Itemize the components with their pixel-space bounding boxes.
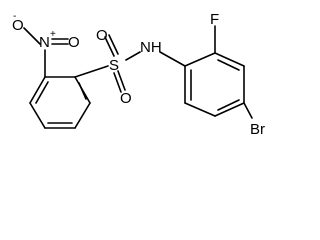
double-bond-inner: [217, 59, 240, 71]
double-bond-inner: [78, 82, 87, 100]
amine-nh-label: NH: [140, 39, 162, 56]
nitro-group: [23, 27, 69, 78]
bond: [214, 52, 245, 67]
oxygen-sulfonyl-top-label: O: [96, 27, 108, 44]
bond: [29, 102, 46, 129]
bond: [184, 102, 216, 117]
right-benzene-ring: [184, 52, 245, 117]
sulfonyl-group: [74, 34, 141, 93]
bond-s-o-top: [108, 34, 119, 55]
oxygen-nitro-label: O: [68, 34, 80, 51]
fluorine-label: F: [210, 11, 219, 28]
bromine-label: Br: [250, 121, 265, 138]
bond-s-o-bottom: [113, 72, 122, 93]
minus-charge-label: -: [13, 11, 16, 22]
left-benzene-ring: [29, 76, 91, 129]
oxygen-sulfonyl-bottom-label: O: [120, 90, 132, 107]
bond: [184, 52, 216, 67]
oxygen-minus-label: O: [12, 17, 24, 34]
bond: [214, 102, 245, 117]
atom-labels: O - N + O S O O NH F Br: [12, 11, 265, 138]
bond-ring-to-s: [74, 65, 109, 78]
bond-s-o-top: [104, 36, 115, 57]
double-bond-inner: [217, 99, 240, 111]
bond-ring-to-br: [243, 102, 253, 119]
nitrogen-nitro-label: N: [39, 34, 50, 51]
bond-s-o-bottom: [117, 70, 126, 91]
bond-n-o-minus: [23, 27, 41, 45]
bond: [29, 76, 46, 104]
plus-charge-label: +: [50, 29, 56, 40]
sulfur-label: S: [109, 57, 119, 74]
bond-s-to-nh: [125, 51, 141, 61]
bond-nh-to-ring: [159, 51, 186, 67]
molecule-structure: O - N + O S O O NH F Br: [12, 11, 265, 138]
bond: [74, 102, 91, 129]
double-bond-inner: [35, 81, 49, 104]
